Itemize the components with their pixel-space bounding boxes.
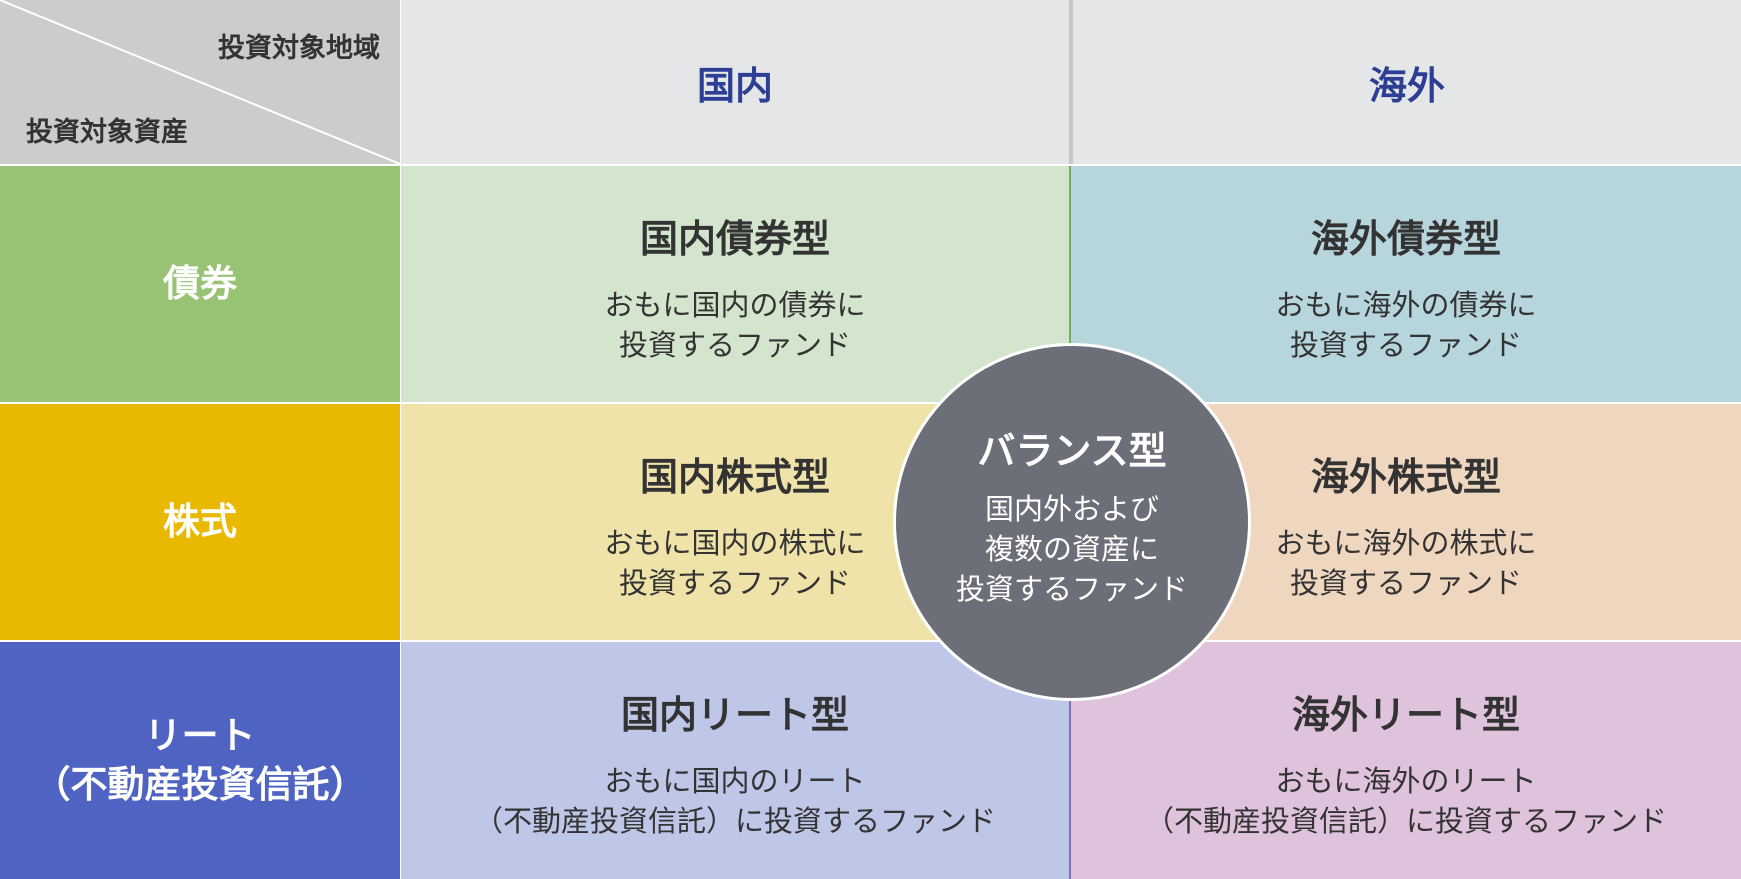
balance-title: バランス型: [977, 429, 1167, 473]
desc-line: 投資するファンド: [955, 572, 1188, 606]
desc-line: 投資するファンド: [618, 328, 851, 362]
asset-axis-label: 投資対象資産: [26, 117, 188, 148]
desc-line: （不動産投資信託）に投資するファンド: [473, 804, 996, 838]
desc-line: おもに国内の債券に: [604, 288, 866, 322]
corner-header: 投資対象地域 投資対象資産: [0, 0, 400, 164]
cell-overseas-reit: 海外リート型 おもに海外のリート （不動産投資信託）に投資するファンド: [1071, 642, 1741, 879]
cell-domestic-bond: 国内債券型 おもに国内の債券に 投資するファンド: [401, 166, 1069, 402]
row-header-stock: 株式: [0, 404, 400, 640]
cell-description: おもに海外の債券に 投資するファンド: [1275, 285, 1536, 365]
region-axis-label: 投資対象地域: [218, 33, 380, 64]
cell-description: おもに海外の株式に 投資するファンド: [1275, 523, 1536, 603]
desc-line: 複数の資産に: [984, 532, 1159, 566]
row-header-reit-line1: リート: [144, 714, 256, 758]
column-header-domestic: 国内: [401, 0, 1069, 164]
desc-line: 投資するファンド: [618, 566, 851, 600]
cell-title: 国内リート型: [620, 693, 849, 737]
bond-row-divider: [1069, 166, 1071, 402]
column-divider: [1069, 0, 1073, 164]
cell-title: 海外リート型: [1291, 693, 1520, 737]
cell-description: おもに国内の株式に 投資するファンド: [604, 523, 865, 603]
cell-description: おもに海外のリート （不動産投資信託）に投資するファンド: [1145, 761, 1667, 841]
row-header-reit-line2: （不動産投資信託）: [33, 762, 367, 806]
cell-domestic-reit: 国内リート型 おもに国内のリート （不動産投資信託）に投資するファンド: [401, 642, 1069, 879]
corner-diagonal-line: [0, 0, 400, 164]
cell-title: 海外株式型: [1310, 455, 1501, 499]
desc-line: おもに国内の株式に: [604, 526, 866, 560]
desc-line: おもに国内のリート: [604, 764, 866, 798]
row-header-reit: リート （不動産投資信託）: [0, 642, 400, 879]
cell-title: 海外債券型: [1310, 217, 1501, 261]
cell-overseas-bond: 海外債券型 おもに海外の債券に 投資するファンド: [1071, 166, 1741, 402]
desc-line: おもに海外の株式に: [1275, 526, 1537, 560]
desc-line: （不動産投資信託）に投資するファンド: [1144, 804, 1667, 838]
balance-description: 国内外および 複数の資産に 投資するファンド: [956, 489, 1188, 609]
desc-line: おもに海外のリート: [1275, 764, 1537, 798]
cell-description: おもに国内の債券に 投資するファンド: [604, 285, 865, 365]
desc-line: おもに海外の債券に: [1275, 288, 1537, 322]
balance-fund-circle: バランス型 国内外および 複数の資産に 投資するファンド: [893, 343, 1251, 701]
cell-description: おもに国内のリート （不動産投資信託）に投資するファンド: [474, 761, 996, 841]
cell-title: 国内株式型: [639, 455, 830, 499]
cell-title: 国内債券型: [639, 217, 830, 261]
row-header-bond: 債券: [0, 166, 400, 402]
reit-row-divider: [1069, 700, 1071, 879]
desc-line: 投資するファンド: [1289, 566, 1522, 600]
column-header-overseas: 海外: [1073, 0, 1741, 164]
desc-line: 国内外および: [984, 492, 1159, 526]
desc-line: 投資するファンド: [1289, 328, 1522, 362]
